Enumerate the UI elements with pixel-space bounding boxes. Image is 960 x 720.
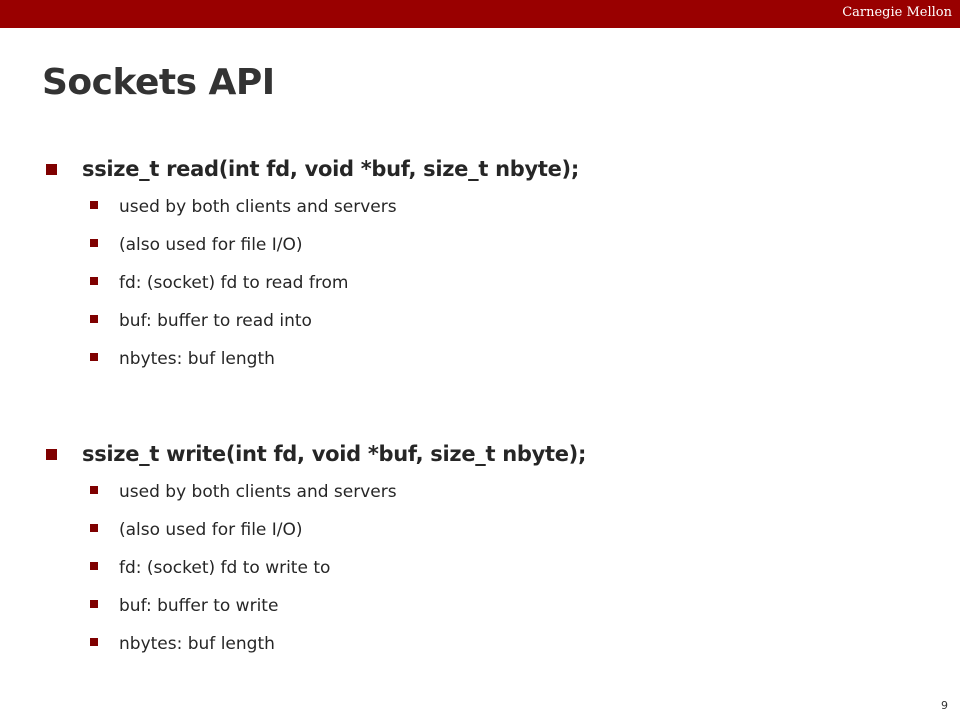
heading-text: ssize_t read(int fd, void *buf, size_t n… [82, 157, 579, 181]
square-bullet-icon [46, 449, 57, 460]
list-item-text: fd: (socket) fd to read from [119, 273, 349, 293]
square-bullet-icon [90, 600, 98, 608]
bullet-heading: ssize_t write(int fd, void *buf, size_t … [46, 435, 586, 473]
square-bullet-icon [90, 201, 98, 209]
list-item: buf: buffer to write [46, 587, 586, 625]
list-item: nbytes: buf length [46, 625, 586, 663]
square-bullet-icon [90, 315, 98, 323]
list-item-text: (also used for file I/O) [119, 235, 303, 255]
list-item-text: buf: buffer to read into [119, 311, 312, 331]
section-write: ssize_t write(int fd, void *buf, size_t … [46, 435, 586, 663]
list-item: fd: (socket) fd to write to [46, 549, 586, 587]
slide-title: Sockets API [42, 62, 275, 103]
page-number: 9 [941, 699, 948, 712]
square-bullet-icon [90, 562, 98, 570]
square-bullet-icon [46, 164, 57, 175]
square-bullet-icon [90, 524, 98, 532]
list-item-text: used by both clients and servers [119, 197, 397, 217]
square-bullet-icon [90, 486, 98, 494]
square-bullet-icon [90, 277, 98, 285]
list-item: nbytes: buf length [46, 340, 579, 378]
list-item: (also used for file I/O) [46, 226, 579, 264]
list-item-text: fd: (socket) fd to write to [119, 558, 331, 578]
list-item-text: nbytes: buf length [119, 349, 275, 369]
list-item-text: used by both clients and servers [119, 482, 397, 502]
list-item: used by both clients and servers [46, 188, 579, 226]
bullet-heading: ssize_t read(int fd, void *buf, size_t n… [46, 150, 579, 188]
list-item: fd: (socket) fd to read from [46, 264, 579, 302]
section-read: ssize_t read(int fd, void *buf, size_t n… [46, 150, 579, 378]
square-bullet-icon [90, 239, 98, 247]
list-item: (also used for file I/O) [46, 511, 586, 549]
list-item-text: (also used for file I/O) [119, 520, 303, 540]
brand-label: Carnegie Mellon [842, 5, 952, 20]
square-bullet-icon [90, 353, 98, 361]
list-item: used by both clients and servers [46, 473, 586, 511]
square-bullet-icon [90, 638, 98, 646]
list-item: buf: buffer to read into [46, 302, 579, 340]
list-item-text: nbytes: buf length [119, 634, 275, 654]
list-item-text: buf: buffer to write [119, 596, 279, 616]
header-bar: Carnegie Mellon [0, 0, 960, 28]
heading-text: ssize_t write(int fd, void *buf, size_t … [82, 442, 587, 466]
